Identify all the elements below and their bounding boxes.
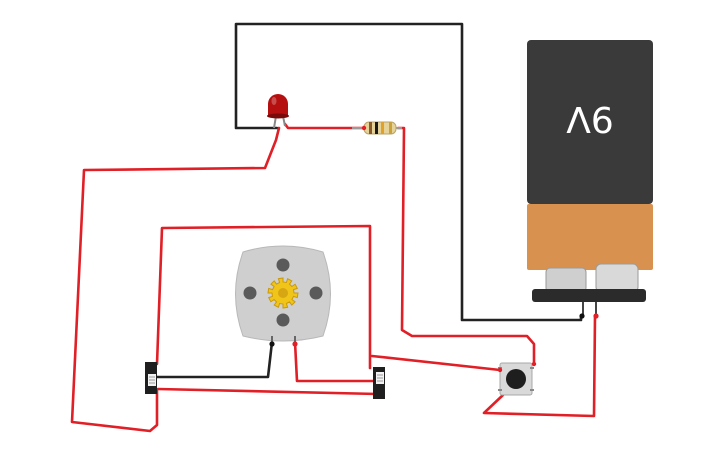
battery-9v[interactable]: 9V [527,40,653,319]
battery-base [532,289,646,302]
battery-body [527,40,653,204]
wire-red-switch-button[interactable] [370,354,502,372]
wire-red-switch-bridge[interactable] [156,387,380,396]
wire-red-switch-loop[interactable] [155,224,372,370]
motor-hole-bottom [276,313,290,327]
resistor-band-3 [381,122,384,134]
push-button[interactable] [498,362,534,396]
resistor-band-4 [389,122,392,134]
resistor-band-2 [375,122,378,134]
battery-label: 9V [566,98,614,139]
gear-icon [267,277,299,309]
battery-pin-negative[interactable] [579,313,585,319]
battery-terminal-right [595,263,639,293]
wire-red-resistor-button[interactable] [396,126,536,366]
resistor-band-1 [369,122,372,134]
wires [70,22,597,433]
battery-pin-positive[interactable] [593,313,599,319]
wire-endpoint [531,361,537,367]
wire-black-battery-led[interactable] [234,22,583,322]
motor-hole-right [309,286,323,300]
motor-pin-positive[interactable] [292,341,298,347]
wire-endpoint [361,125,367,131]
motor-pin-negative[interactable] [269,341,275,347]
push-button-cap[interactable] [506,369,526,389]
wire-endpoint [497,367,503,373]
wire-red-button-battery[interactable] [482,314,597,418]
led[interactable] [267,94,289,129]
dc-motor[interactable] [235,245,331,347]
wire-endpoints [361,125,537,373]
battery-terminal-left [545,267,587,293]
motor-hole-left [243,286,257,300]
gear-hub [278,288,288,298]
slide-switch-right[interactable] [373,367,385,399]
motor-hole-top [276,258,290,272]
wire-red-motor-switch[interactable] [293,340,378,383]
resistor[interactable] [352,121,402,135]
led-rim [267,113,289,119]
led-highlight [271,97,277,105]
wire-black-motor-switch[interactable] [153,340,274,379]
slide-switch-left[interactable] [145,362,157,394]
battery-band [527,204,653,270]
wire-red-led-switch[interactable] [70,126,281,433]
led-dome [268,94,288,116]
